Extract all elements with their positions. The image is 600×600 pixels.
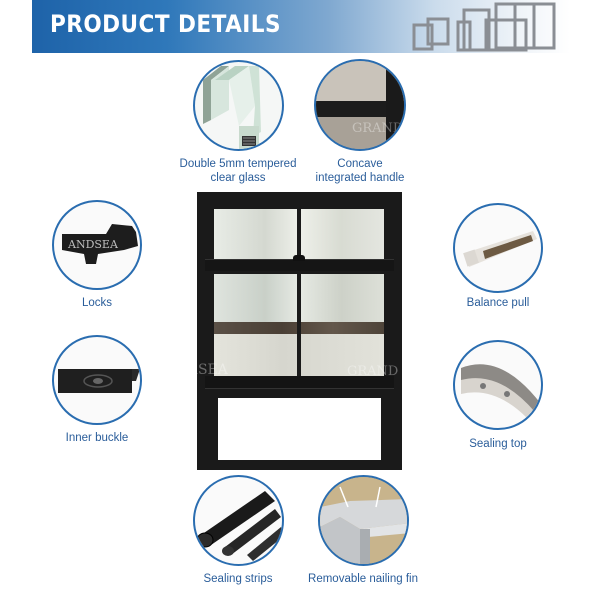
feature-buckle-image	[52, 335, 142, 425]
feature-buckle-label: Inner buckle	[65, 432, 129, 444]
window-product-image: dSEA GRAND	[189, 192, 402, 470]
feature-sealing-top-image	[453, 340, 543, 430]
nailing-fin-icon	[320, 477, 407, 564]
watermark-left: dSEA	[189, 362, 228, 378]
feature-balance-image	[453, 203, 543, 293]
feature-locks-image: ANDSEA	[52, 200, 142, 290]
feature-handle-image: GRAND	[314, 59, 406, 151]
product-details-banner: PRODUCT DETAILS	[32, 0, 570, 53]
svg-text:ANDSEA: ANDSEA	[67, 238, 119, 251]
sash-lock-icon	[293, 255, 305, 261]
sealing-strips-icon	[196, 491, 282, 561]
sealing-top-icon	[461, 364, 541, 418]
feature-nailing-fin-image	[318, 475, 409, 566]
feature-nailing-fin-label: Removable nailing fin	[308, 573, 418, 585]
balance-pull-icon	[463, 231, 537, 267]
feature-glass-label: Double 5mm tempered clear glass	[179, 158, 297, 184]
banner-title: PRODUCT DETAILS	[50, 10, 281, 38]
feature-sealing-top-label: Sealing top	[469, 438, 527, 450]
window-frames-icon	[412, 2, 556, 52]
inner-buckle-icon	[58, 369, 140, 393]
feature-sealing-strips-image	[193, 475, 284, 566]
watermark-right: GRAND	[347, 364, 399, 379]
double-glass-icon	[203, 66, 261, 149]
lock-icon: ANDSEA	[62, 224, 138, 264]
feature-locks-label: Locks	[81, 297, 113, 309]
feature-sealing-strips-label: Sealing strips	[203, 573, 273, 585]
feature-handle-label: Concave integrated handle	[315, 158, 405, 184]
feature-glass-image	[193, 60, 284, 151]
feature-balance-label: Balance pull	[466, 297, 530, 309]
